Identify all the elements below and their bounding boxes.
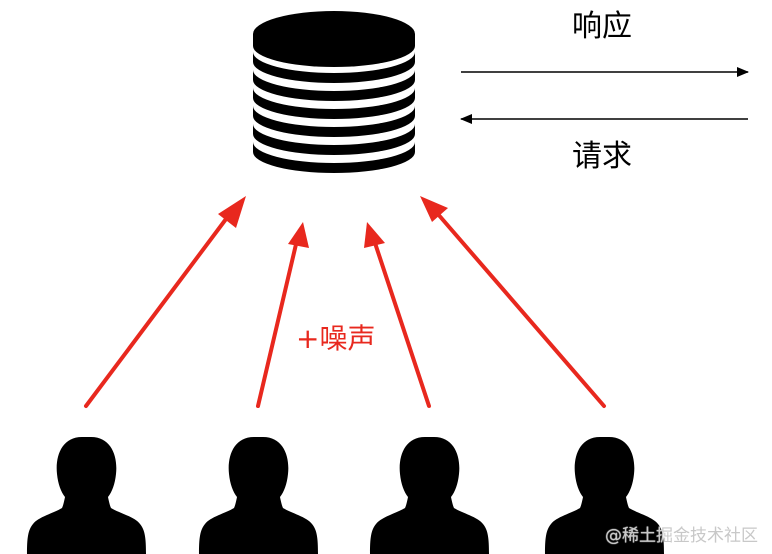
red-arrow-1 bbox=[84, 196, 246, 408]
watermark: @稀土掘金技术社区 bbox=[605, 526, 758, 546]
response-label: 响应 bbox=[572, 9, 632, 44]
user-icon-1 bbox=[27, 437, 146, 554]
user-icon-3 bbox=[370, 437, 489, 554]
red-arrow-4 bbox=[420, 196, 606, 408]
noise-label: +噪声 bbox=[296, 322, 376, 355]
user-icon-4 bbox=[545, 437, 664, 554]
red-arrow-2 bbox=[256, 222, 309, 408]
red-arrow-3 bbox=[364, 222, 431, 408]
database-icon bbox=[253, 11, 415, 173]
user-icon-2 bbox=[199, 437, 318, 554]
request-label: 请求 bbox=[572, 139, 632, 174]
